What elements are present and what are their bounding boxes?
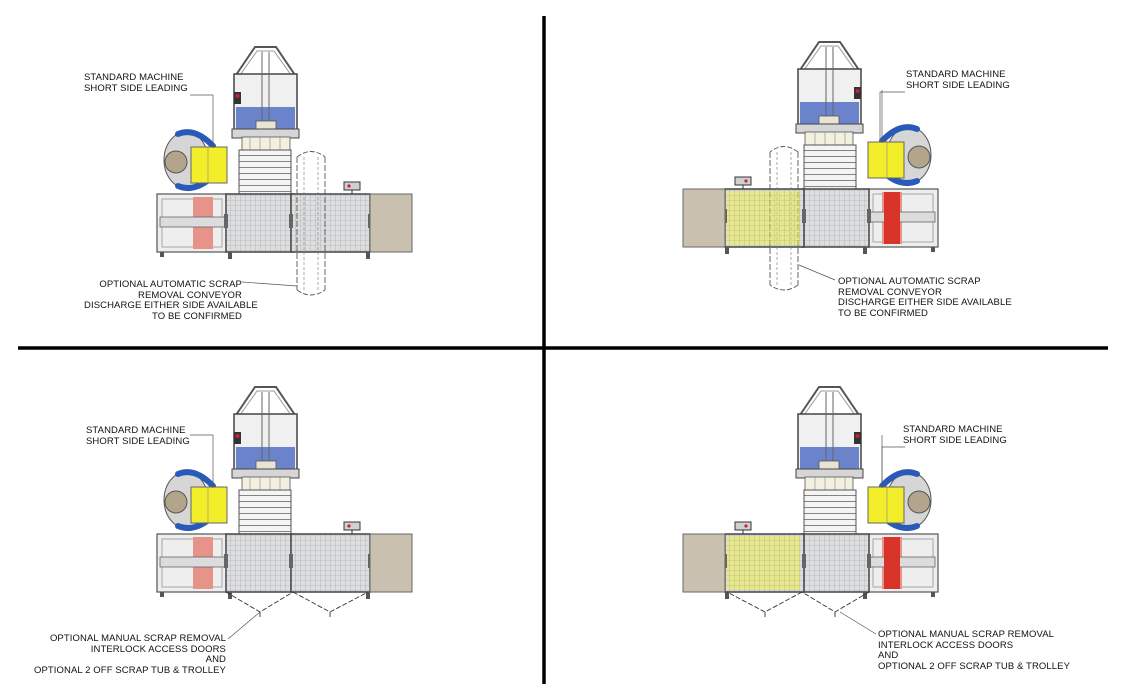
quadrant-2 (683, 42, 938, 291)
quadrant-4 (683, 387, 938, 618)
quadrant-1 (157, 47, 412, 296)
quadrant-3 (157, 387, 412, 618)
